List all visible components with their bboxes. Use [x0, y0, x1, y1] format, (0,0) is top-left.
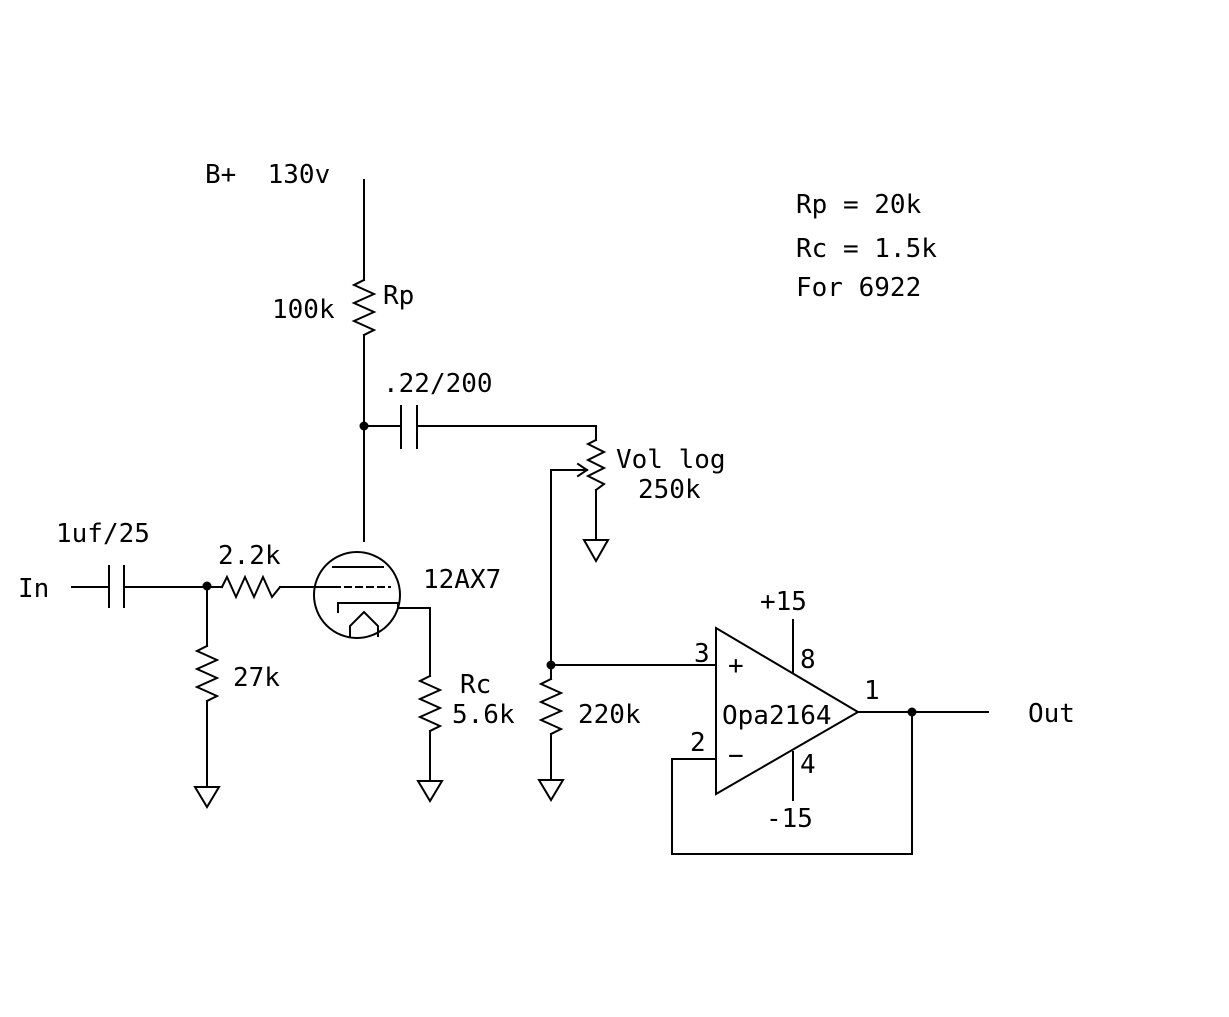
- noninverting-sign: +: [728, 651, 744, 681]
- cathode-ground-symbol: [416, 780, 444, 803]
- note-tube: For 6922: [796, 273, 921, 303]
- wiper-arrow: [576, 462, 589, 478]
- bias-resistor-value: 220k: [578, 700, 641, 730]
- grid-stopper-resistor: [220, 574, 282, 600]
- plate-circuit: [351, 179, 377, 542]
- output-label: Out: [1028, 699, 1075, 729]
- supply-label: B+ 130v: [205, 160, 330, 190]
- opamp-triangle: [715, 626, 860, 796]
- grid-stopper-value: 2.2k: [218, 541, 281, 571]
- grid-leak-ground-symbol: [193, 786, 221, 809]
- grid-leak-value: 27k: [233, 663, 280, 693]
- volume-potentiometer: [550, 425, 610, 665]
- tube-cathode: [337, 602, 431, 613]
- vacuum-tube: [313, 551, 444, 803]
- pin8-label: 8: [800, 645, 816, 675]
- grid-leak-branch: [193, 586, 221, 809]
- negative-supply-label: -15: [766, 804, 813, 834]
- pin2-label: 2: [690, 728, 706, 758]
- rc-label: Rc: [460, 670, 491, 700]
- input-cap-value: 1uf/25: [56, 519, 150, 549]
- note-rp: Rp = 20k: [796, 190, 922, 220]
- plate-resistor-value: 100k: [272, 295, 335, 325]
- feedback-loop: [671, 711, 913, 855]
- cathode-resistor: [417, 674, 443, 733]
- pin1-label: 1: [864, 676, 880, 706]
- volume-pot-value: 250k: [638, 475, 701, 505]
- tube-envelope: [313, 551, 401, 639]
- input-label: In: [18, 574, 49, 604]
- cathode-resistor-value: 5.6k: [452, 700, 515, 730]
- op-amp: [671, 619, 989, 855]
- rp-label: Rp: [383, 281, 414, 311]
- bias-resistor: [538, 677, 564, 736]
- positive-supply-label: +15: [760, 587, 807, 617]
- pot-ground-symbol: [582, 539, 610, 564]
- grid-leak-resistor: [194, 644, 220, 703]
- inverting-sign: −: [728, 741, 744, 771]
- note-rc: Rc = 1.5k: [796, 234, 937, 264]
- pin3-label: 3: [694, 639, 710, 669]
- tube-heater: [349, 610, 379, 637]
- bias-ground-symbol: [537, 779, 565, 802]
- input-stage: [71, 565, 335, 608]
- tube-label: 12AX7: [423, 565, 501, 595]
- bias-branch: [537, 660, 717, 802]
- plate-resistor: [351, 278, 377, 337]
- volume-pot-label: Vol log: [616, 445, 726, 475]
- pin4-label: 4: [800, 750, 816, 780]
- coupling-cap-value: .22/200: [383, 369, 493, 399]
- coupling-capacitor: [363, 405, 597, 449]
- opamp-label: Opa2164: [722, 701, 832, 731]
